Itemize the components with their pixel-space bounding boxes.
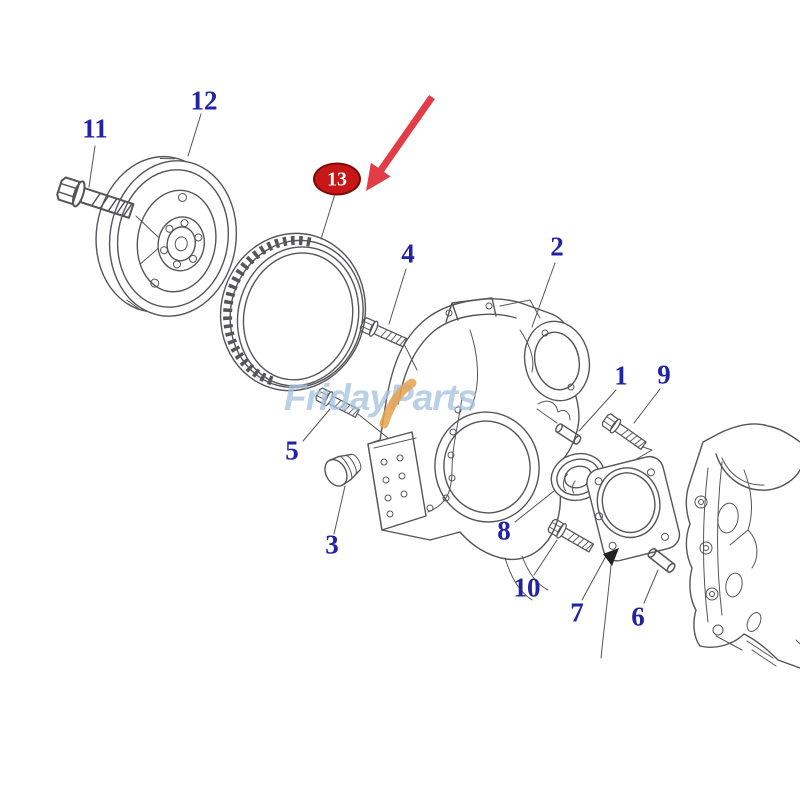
callout-10: 10 [513, 572, 541, 603]
callout-3: 3 [325, 529, 339, 560]
ring-gear-drawing-13 [219, 232, 367, 392]
leader-lines [88, 113, 661, 604]
highlight-arrow-icon [366, 94, 435, 191]
bolt-drawing-4 [358, 315, 418, 371]
plug-drawing-3 [324, 453, 362, 487]
flywheel-housing-drawing-2 [367, 297, 591, 601]
callout-7: 7 [570, 597, 584, 628]
flywheel-drawing [95, 155, 238, 317]
callout-9: 9 [657, 359, 671, 390]
watermark-word2: Parts [389, 377, 478, 418]
callout-12: 12 [190, 85, 218, 116]
orientation-arrow-icon [600, 548, 619, 659]
callout-1: 1 [614, 360, 628, 391]
retainer-cover-drawing-7 [586, 455, 681, 562]
callout-6: 6 [631, 601, 645, 632]
callout-8: 8 [497, 515, 511, 546]
callout-2: 2 [550, 231, 564, 262]
engine-block-drawing [685, 423, 800, 669]
bolt-drawing-5 [313, 385, 389, 439]
callout-13-highlighted: 13 [313, 162, 361, 196]
pin-drawing-1 [536, 408, 583, 446]
callout-4: 4 [401, 238, 415, 269]
bolt-drawing-11 [54, 174, 159, 238]
watermark-word1: Friday [284, 377, 390, 418]
callout-11: 11 [82, 113, 108, 144]
bolt-drawing-10 [545, 516, 596, 556]
callout-5: 5 [285, 435, 299, 466]
watermark: FridayParts [284, 377, 478, 419]
